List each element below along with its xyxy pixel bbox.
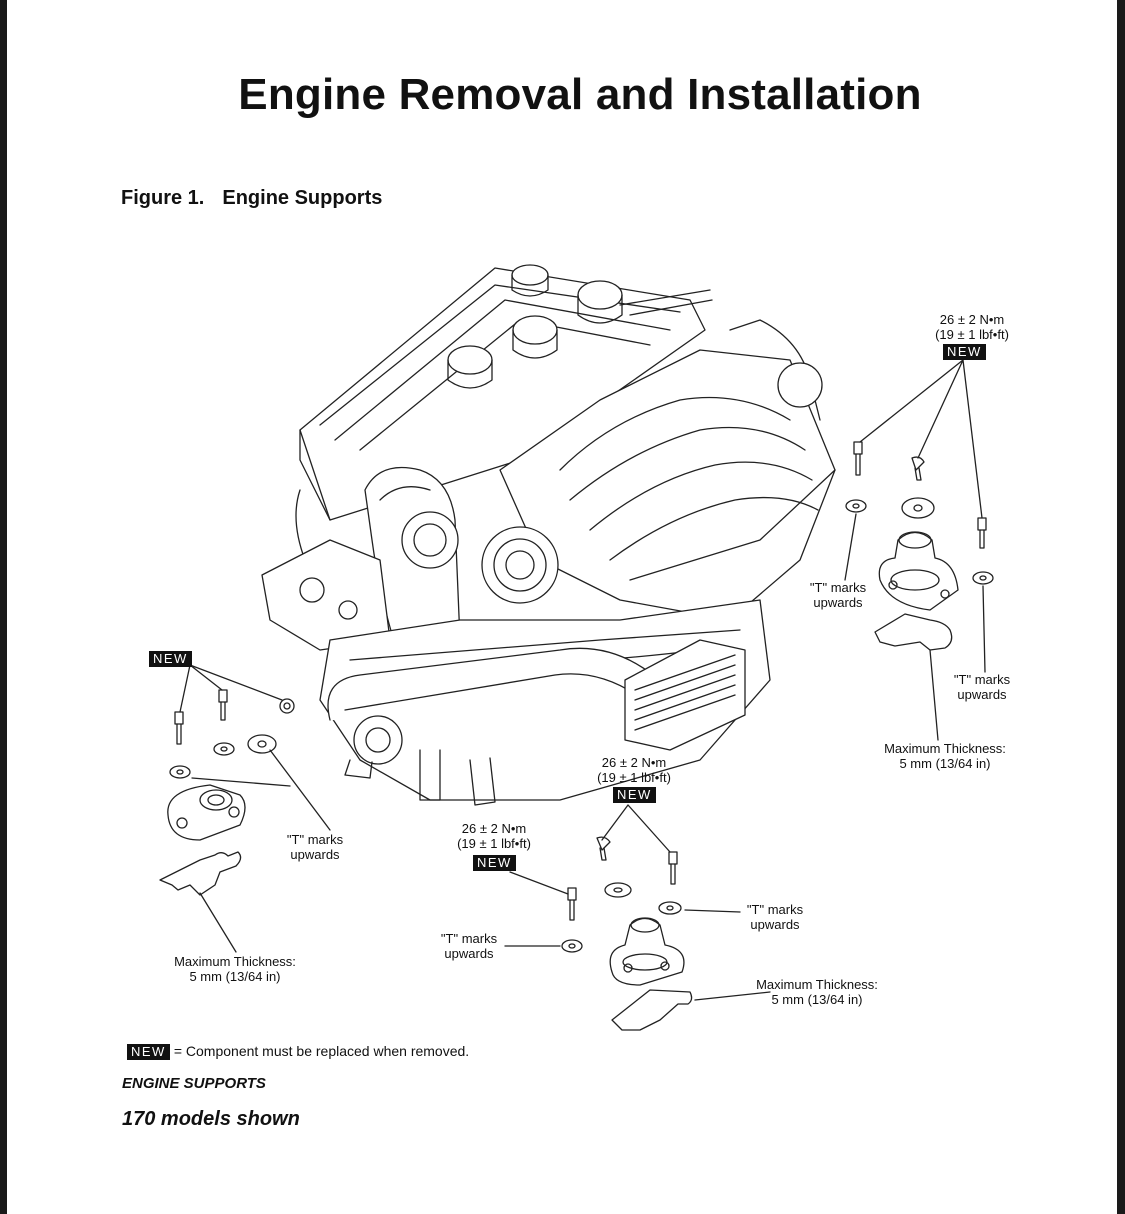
center-torque-label-lower: 26 ± 2 N•m (19 ± 1 lbf•ft) bbox=[444, 821, 544, 851]
right-torque-label: 26 ± 2 N•m (19 ± 1 lbf•ft) bbox=[922, 312, 1022, 342]
legend: NEW= Component must be replaced when rem… bbox=[127, 1043, 469, 1060]
new-badge: NEW bbox=[473, 855, 516, 871]
engine-drawing bbox=[261, 264, 836, 806]
max-thickness-label: Maximum Thickness: 5 mm (13/64 in) bbox=[876, 741, 1014, 771]
t-marks-line1: "T" marks bbox=[746, 902, 804, 917]
t-marks-label: "T" marks upwards bbox=[277, 832, 353, 862]
models-note: 170 models shown bbox=[122, 1108, 300, 1130]
t-marks-line2: upwards bbox=[444, 946, 494, 961]
t-marks-label: "T" marks upwards bbox=[737, 902, 813, 932]
left-mount-parts bbox=[159, 664, 331, 953]
new-badge: NEW bbox=[613, 787, 656, 803]
t-marks-label: "T" marks upwards bbox=[944, 672, 1020, 702]
max-thickness-line1: Maximum Thickness: bbox=[756, 977, 878, 992]
max-thickness-label: Maximum Thickness: 5 mm (13/64 in) bbox=[166, 954, 304, 984]
t-marks-line2: upwards bbox=[813, 595, 863, 610]
t-marks-line1: "T" marks bbox=[440, 931, 498, 946]
t-marks-line1: "T" marks bbox=[953, 672, 1011, 687]
max-thickness-label: Maximum Thickness: 5 mm (13/64 in) bbox=[748, 977, 886, 1007]
torque-metric: 26 ± 2 N•m bbox=[939, 312, 1005, 327]
max-thickness-line2: 5 mm (13/64 in) bbox=[771, 992, 863, 1007]
torque-imperial: (19 ± 1 lbf•ft) bbox=[935, 327, 1009, 342]
left-page-edge bbox=[0, 0, 7, 1214]
right-mount-parts bbox=[844, 359, 994, 741]
figure-caption: Figure 1. Engine Supports bbox=[121, 187, 382, 210]
center-mount-parts bbox=[504, 804, 771, 1031]
figure-title: Engine Supports bbox=[222, 187, 383, 209]
t-marks-line1: "T" marks bbox=[809, 580, 867, 595]
legend-new-badge: NEW bbox=[127, 1044, 170, 1060]
t-marks-label: "T" marks upwards bbox=[800, 580, 876, 610]
torque-metric: 26 ± 2 N•m bbox=[601, 755, 667, 770]
t-marks-line1: "T" marks bbox=[286, 832, 344, 847]
new-badge: NEW bbox=[149, 651, 192, 667]
legend-text: = Component must be replaced when remove… bbox=[173, 1043, 470, 1059]
torque-imperial: (19 ± 1 lbf•ft) bbox=[597, 770, 671, 785]
t-marks-line2: upwards bbox=[750, 917, 800, 932]
max-thickness-line1: Maximum Thickness: bbox=[174, 954, 296, 969]
section-label: ENGINE SUPPORTS bbox=[122, 1075, 266, 1092]
right-page-edge bbox=[1117, 0, 1125, 1214]
page-title: Engine Removal and Installation bbox=[238, 70, 922, 119]
center-torque-label-upper: 26 ± 2 N•m (19 ± 1 lbf•ft) bbox=[584, 755, 684, 785]
max-thickness-line1: Maximum Thickness: bbox=[884, 741, 1006, 756]
torque-imperial: (19 ± 1 lbf•ft) bbox=[457, 836, 531, 851]
t-marks-label: "T" marks upwards bbox=[431, 931, 507, 961]
max-thickness-line2: 5 mm (13/64 in) bbox=[189, 969, 281, 984]
torque-metric: 26 ± 2 N•m bbox=[461, 821, 527, 836]
new-badge: NEW bbox=[943, 344, 986, 360]
figure-number: Figure 1. bbox=[121, 187, 205, 209]
t-marks-line2: upwards bbox=[957, 687, 1007, 702]
max-thickness-line2: 5 mm (13/64 in) bbox=[899, 756, 991, 771]
t-marks-line2: upwards bbox=[290, 847, 340, 862]
